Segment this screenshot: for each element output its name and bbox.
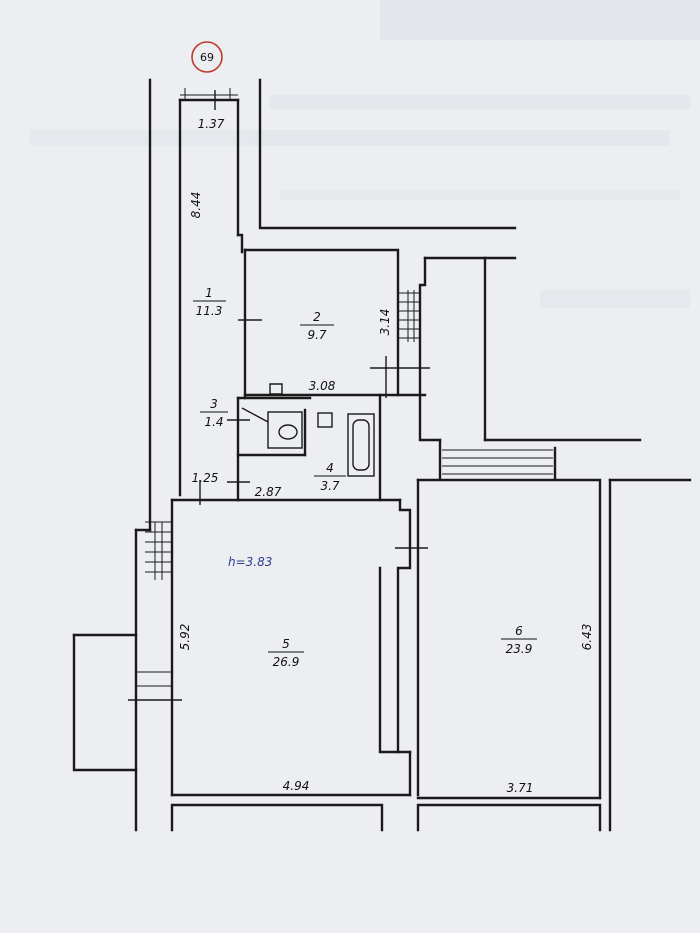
svg-text:26.9: 26.9	[273, 655, 300, 669]
room3-door-arc	[241, 407, 269, 423]
room-5-label: 5 26.9	[268, 637, 304, 669]
show-through-text	[30, 0, 700, 308]
dimension-labels: 1.37 8.44 3.08 3.14 1.25 2.87 5.92 4.94 …	[178, 117, 594, 795]
svg-text:2: 2	[313, 310, 321, 324]
room-2-label: 2 9.7	[300, 310, 334, 342]
svg-text:6: 6	[515, 624, 523, 638]
toilet-icon	[267, 411, 303, 449]
svg-text:3: 3	[210, 397, 218, 411]
svg-text:5: 5	[282, 637, 290, 651]
dim-room6-length: 6.43	[580, 624, 594, 651]
dim-room4-width: 2.87	[255, 485, 282, 499]
dim-room5-width: 4.94	[283, 779, 310, 793]
stairs-hatching	[136, 88, 553, 701]
room-6-label: 6 23.9	[501, 624, 537, 656]
svg-text:11.3: 11.3	[196, 304, 223, 318]
building-number: 69	[200, 51, 214, 64]
svg-text:1: 1	[205, 286, 213, 300]
dim-corridor-width: 1.37	[198, 117, 225, 131]
dim-corridor-length: 8.44	[189, 192, 203, 219]
room-4-label: 4 3.7	[314, 461, 346, 493]
dim-room2-width: 3.08	[309, 379, 336, 393]
walls	[72, 78, 692, 832]
ceiling-height: h=3.83	[228, 555, 272, 569]
dim-room5-length: 5.92	[178, 624, 192, 651]
room-1-label: 1 11.3	[193, 286, 226, 318]
svg-text:9.7: 9.7	[307, 328, 326, 342]
building-number-badge: 69	[191, 41, 223, 73]
svg-text:23.9: 23.9	[506, 642, 533, 656]
bathtub-icon	[317, 412, 375, 477]
dim-room2-length: 3.14	[378, 309, 392, 336]
dim-room6-width: 3.71	[507, 781, 534, 795]
room-3-label: 3 1.4	[200, 397, 228, 429]
svg-text:3.7: 3.7	[320, 479, 339, 493]
door-ticks	[128, 90, 430, 701]
svg-text:1.4: 1.4	[204, 415, 223, 429]
dim-room3-width: 1.25	[192, 471, 219, 485]
svg-text:4: 4	[326, 461, 334, 475]
